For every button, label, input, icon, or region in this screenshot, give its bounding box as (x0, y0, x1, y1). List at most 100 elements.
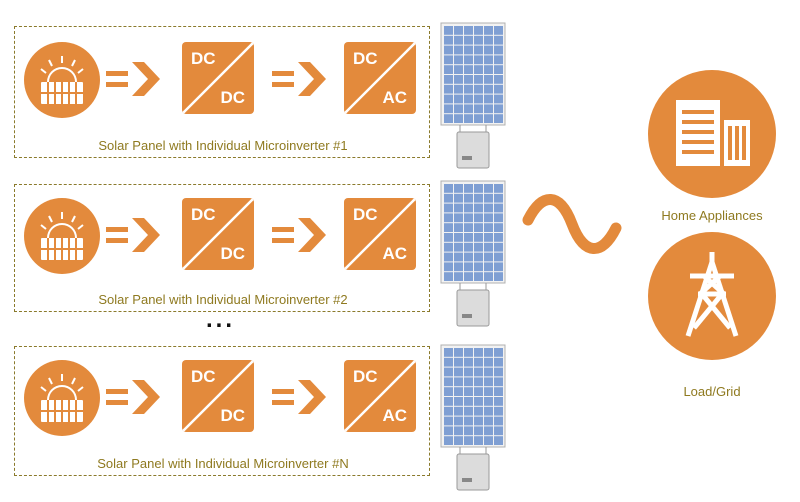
panel-cell (484, 26, 493, 35)
panel-cell (464, 45, 473, 55)
panel-cell (494, 426, 503, 436)
panel-cell (474, 94, 483, 104)
double-chevron-arrow-icon (106, 62, 160, 96)
converter-input-label: DC (191, 367, 216, 386)
panel-cell (454, 436, 463, 445)
panel-cell (464, 223, 473, 232)
panel-cell (474, 377, 483, 387)
panel-cell (444, 114, 453, 123)
panel-cell (494, 193, 503, 203)
panel-cell (494, 397, 503, 406)
building-icon (676, 100, 750, 166)
panel-cell (454, 357, 463, 367)
panel-cell (474, 193, 483, 203)
microinverter-row-1 (14, 26, 430, 158)
panel-cell (464, 213, 473, 223)
converter-output-label: AC (382, 406, 407, 425)
panel-cell (494, 94, 503, 104)
panel-cell (484, 436, 493, 445)
panel-cell (494, 436, 503, 445)
panel-cell (444, 242, 453, 252)
panel-cell (484, 213, 493, 223)
converter-input-label: DC (191, 205, 216, 224)
double-chevron-arrow-icon (106, 218, 160, 252)
dc-ac-converter: DC AC (344, 360, 416, 432)
solar-panel-image (440, 344, 506, 491)
panel-cell (494, 357, 503, 367)
panel-cell (444, 252, 453, 262)
panel-cell (464, 114, 473, 123)
panel-cell (454, 272, 463, 281)
panel-cell (444, 426, 453, 436)
panel-cell (474, 223, 483, 232)
panel-cell (474, 233, 483, 242)
panel-cell (484, 114, 493, 123)
panel-cell (444, 84, 453, 94)
panel-cell (484, 203, 493, 213)
panel-cell (464, 406, 473, 416)
panel-cell (494, 233, 503, 242)
panel-cell (464, 397, 473, 406)
panel-cell (474, 357, 483, 367)
panel-cell (494, 377, 503, 387)
panel-cell (464, 65, 473, 74)
panel-cell (444, 357, 453, 367)
panel-cell (454, 252, 463, 262)
panel-cell (464, 367, 473, 377)
panel-cell (494, 55, 503, 65)
panel-cell (464, 272, 473, 281)
panel-cell (444, 377, 453, 387)
panel-cell (484, 94, 493, 104)
panel-cell (464, 94, 473, 104)
panel-cell (484, 104, 493, 114)
home-appliances-icon (648, 70, 776, 198)
microinverter-box-image (456, 289, 490, 327)
converter-input-label: DC (191, 49, 216, 68)
panel-cell (454, 26, 463, 35)
panel-cell (484, 387, 493, 396)
panel-cell (454, 184, 463, 193)
panel-cell (454, 416, 463, 426)
ellipsis: ... (206, 306, 236, 333)
dc-ac-converter: DC AC (344, 42, 416, 114)
panel-cell (454, 387, 463, 396)
panel-cell (444, 94, 453, 104)
panel-cell (444, 223, 453, 232)
panel-cell (494, 35, 503, 45)
panel-cell (494, 84, 503, 94)
panel-cell (474, 252, 483, 262)
panel-cell (474, 348, 483, 357)
panel-cell (444, 272, 453, 281)
panel-cell (484, 262, 493, 272)
panel-cell (444, 416, 453, 426)
panel-cell (494, 75, 503, 84)
panel-cell (444, 35, 453, 45)
panel-cell (444, 348, 453, 357)
double-chevron-arrow-icon (106, 380, 160, 414)
home-appliances-label: Home Appliances (661, 208, 763, 223)
panel-cell (454, 367, 463, 377)
panel-cell (474, 55, 483, 65)
panel-cell (454, 45, 463, 55)
panel-cell (474, 213, 483, 223)
double-chevron-arrow-icon (272, 62, 326, 96)
panel-cell (454, 377, 463, 387)
panel-cell (474, 75, 483, 84)
microinverter-box-image (456, 131, 490, 169)
panel-cell (484, 272, 493, 281)
panel-cell (454, 193, 463, 203)
panel-cell (464, 262, 473, 272)
row-label: Solar Panel with Individual Microinverte… (98, 138, 348, 153)
panel-cell (484, 84, 493, 94)
transmission-tower-icon (685, 252, 739, 337)
panel-cell (484, 416, 493, 426)
panel-cell (454, 55, 463, 65)
panel-cell (494, 252, 503, 262)
panel-cell (474, 45, 483, 55)
panel-cell (484, 193, 493, 203)
panel-cell (474, 26, 483, 35)
panel-cell (454, 75, 463, 84)
panel-cell (464, 436, 473, 445)
microinverter-box-image (456, 453, 490, 491)
panel-cell (484, 223, 493, 232)
